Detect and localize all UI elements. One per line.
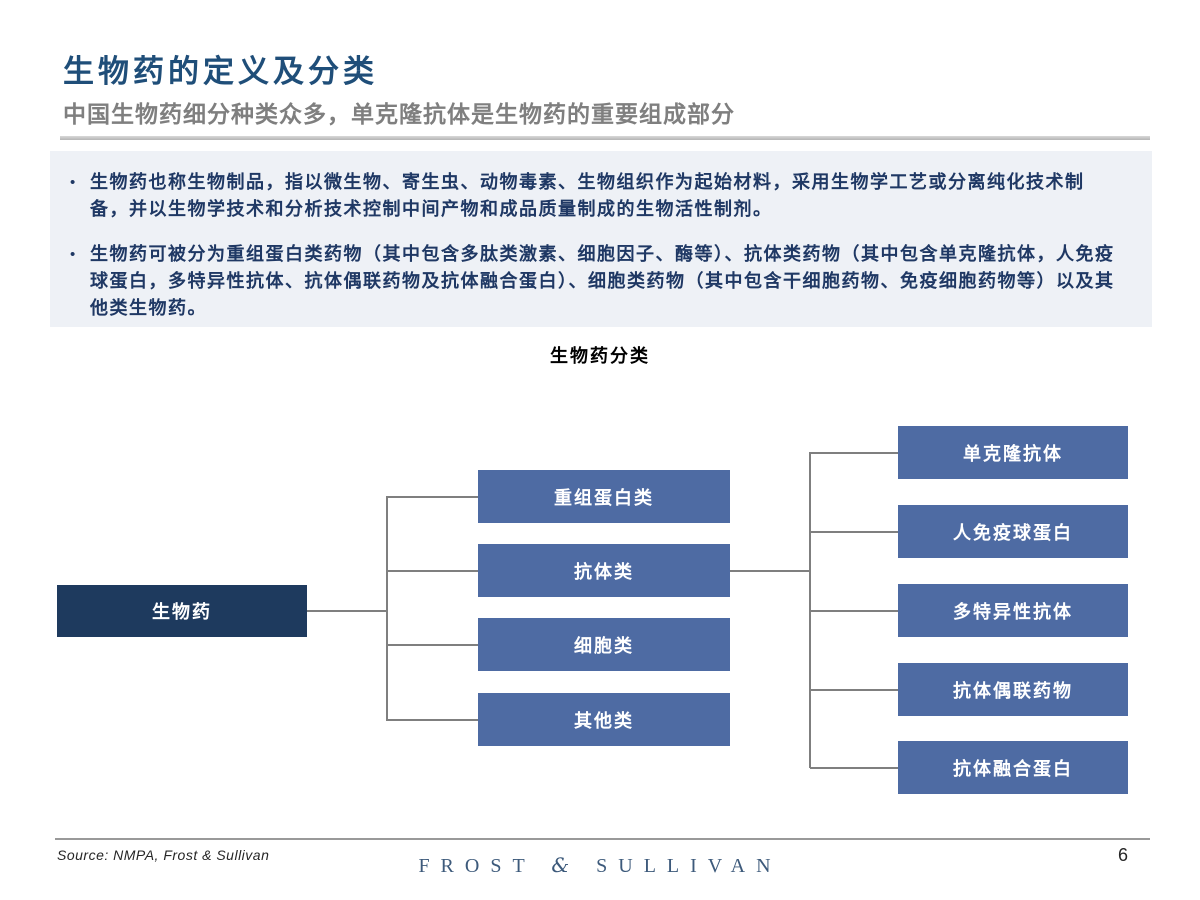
bullet-item: • 生物药可被分为重组蛋白类药物（其中包含多肽类激素、细胞因子、酶等）、抗体类药… — [70, 241, 1122, 322]
connector-level2-stub-3 — [387, 644, 478, 646]
page-number: 6 — [1118, 845, 1129, 865]
diagram-title: 生物药分类 — [550, 346, 650, 366]
bullet-text-definition: 生物药也称生物制品，指以微生物、寄生虫、动物毒素、生物组织作为起始材料，采用生物… — [90, 172, 1085, 219]
node-monoclonal-antibody: 单克隆抗体 — [898, 426, 1128, 479]
connector-level2-stub-4 — [387, 719, 478, 721]
node-biologics-root: 生物药 — [57, 585, 307, 637]
footer-divider — [55, 838, 1150, 840]
page-title: 生物药的定义及分类 — [63, 54, 378, 89]
bullet-icon: • — [70, 246, 76, 263]
node-recombinant-protein: 重组蛋白类 — [478, 470, 730, 523]
connector-antibody-trunk — [730, 570, 810, 572]
node-multispecific-antibody: 多特异性抗体 — [898, 584, 1128, 637]
logo-sullivan: SULLIVAN — [596, 855, 782, 877]
logo-ampersand: & — [551, 853, 581, 877]
bullet-item: • 生物药也称生物制品，指以微生物、寄生虫、动物毒素、生物组织作为起始材料，采用… — [70, 169, 1122, 223]
node-human-immunoglobulin: 人免疫球蛋白 — [898, 505, 1128, 558]
node-other-class: 其他类 — [478, 693, 730, 746]
connector-level2-stub-1 — [387, 496, 478, 498]
connector-level3-stub-4 — [810, 689, 898, 691]
frost-sullivan-logo: FROST & SULLIVAN — [0, 853, 1200, 878]
connector-level2-stub-2 — [387, 570, 478, 572]
connector-level3-stub-2 — [810, 531, 898, 533]
page-subtitle: 中国生物药细分种类众多，单克隆抗体是生物药的重要组成部分 — [63, 101, 735, 127]
node-antibody-fusion-protein: 抗体融合蛋白 — [898, 741, 1128, 794]
bullet-icon: • — [70, 174, 76, 191]
node-cell-class: 细胞类 — [478, 618, 730, 671]
connector-level3-stub-5 — [810, 767, 898, 769]
source-note: Source: NMPA, Frost & Sullivan — [57, 847, 270, 863]
connector-root-trunk — [307, 610, 387, 612]
connector-level2-vertical — [386, 496, 388, 721]
logo-frost: FROST — [418, 855, 536, 877]
connector-level3-stub-1 — [810, 452, 898, 454]
node-antibody-class: 抗体类 — [478, 544, 730, 597]
connector-level3-stub-3 — [810, 610, 898, 612]
header-divider — [60, 136, 1150, 140]
node-antibody-drug-conjugate: 抗体偶联药物 — [898, 663, 1128, 716]
bullet-text-classification: 生物药可被分为重组蛋白类药物（其中包含多肽类激素、细胞因子、酶等）、抗体类药物（… — [90, 244, 1115, 318]
summary-panel: • 生物药也称生物制品，指以微生物、寄生虫、动物毒素、生物组织作为起始材料，采用… — [50, 151, 1152, 327]
